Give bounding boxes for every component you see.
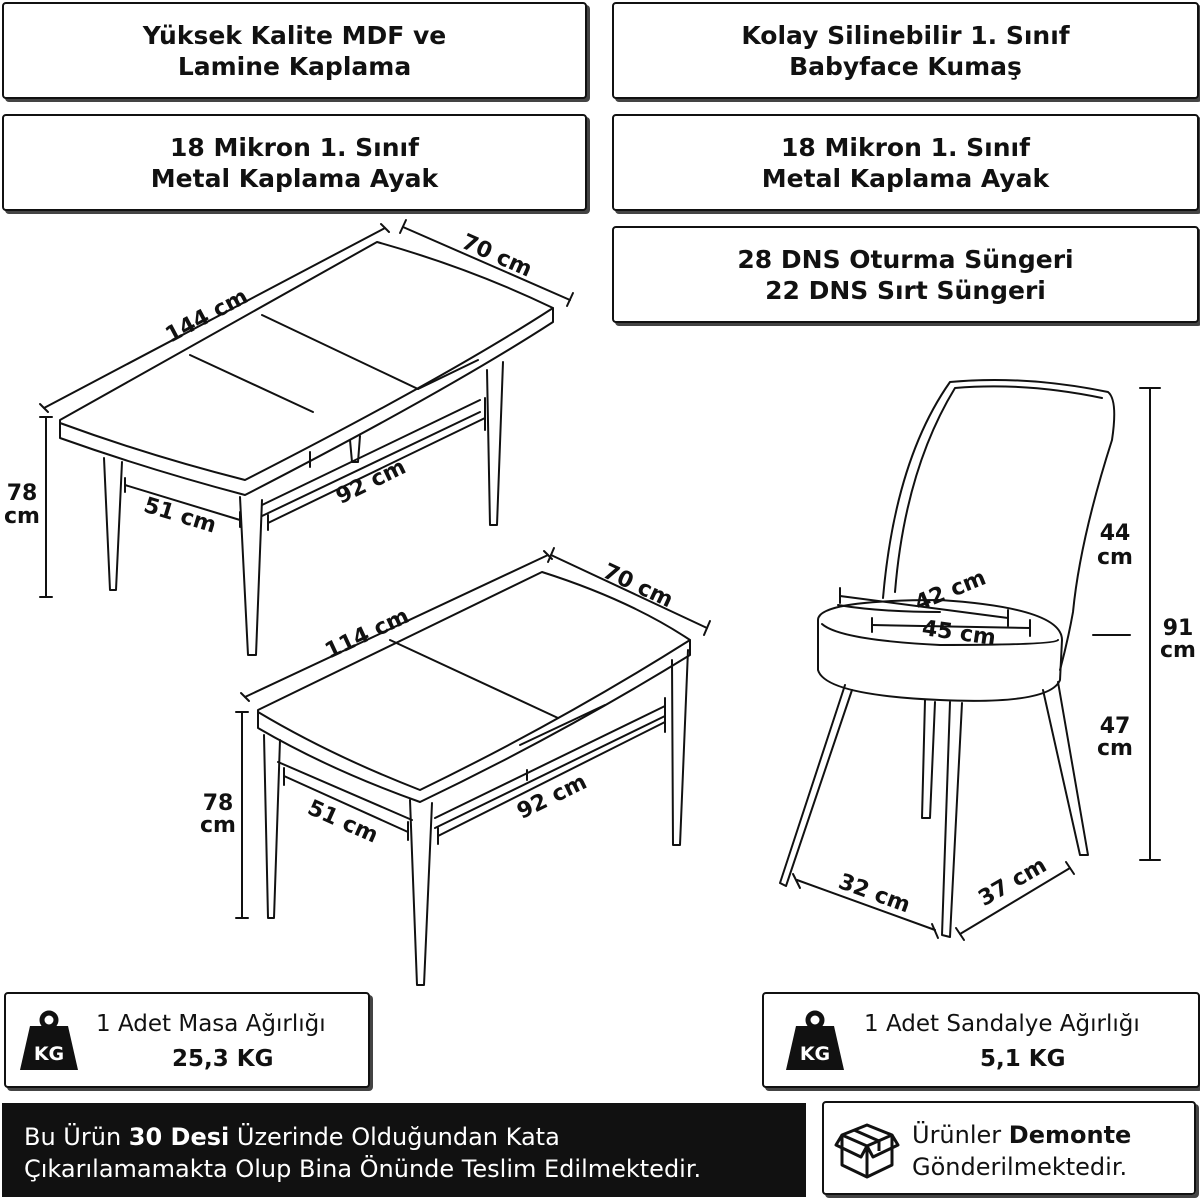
- feature-fabric: Kolay Silinebilir 1. Sınıf Babyface Kuma…: [612, 2, 1199, 99]
- dim-114: 114 cm: [321, 604, 413, 665]
- feature-table-leg-line1: 18 Mikron 1. Sınıf: [170, 132, 419, 162]
- dim-45: 45 cm: [920, 616, 997, 651]
- feature-chair-leg-line2: Metal Kaplama Ayak: [761, 163, 1050, 193]
- chair-weight-value: 5,1 KG: [980, 1046, 1066, 1072]
- delivery-notice-line1: Bu Ürün 30 Desi Üzerinde Olduğundan Kata: [24, 1121, 806, 1153]
- delivery-notice: Bu Ürün 30 Desi Üzerinde Olduğundan Kata…: [2, 1103, 806, 1197]
- delivery-notice-line2: Çıkarılamamakta Olup Bina Önünde Teslim …: [24, 1155, 702, 1183]
- feature-mdf: Yüksek Kalite MDF ve Lamine Kaplama: [2, 2, 587, 99]
- table-weight-label: 1 Adet Masa Ağırlığı: [96, 1011, 326, 1037]
- dim-44-b: cm: [1097, 545, 1133, 570]
- feature-fabric-line2: Babyface Kumaş: [789, 51, 1022, 81]
- dim-78-mid-b: cm: [200, 813, 236, 838]
- shipping-notice-text: Ürünler Demonte Gönderilmektedir.: [912, 1119, 1131, 1183]
- dim-144: 144 cm: [162, 284, 253, 348]
- feature-fabric-line1: Kolay Silinebilir 1. Sınıf: [741, 20, 1070, 50]
- shipping-notice: Ürünler Demonte Gönderilmektedir.: [822, 1101, 1196, 1195]
- shipping-demonte: Demonte: [1008, 1121, 1132, 1149]
- feature-foam-line1: 28 DNS Oturma Süngeri: [737, 244, 1074, 274]
- shipping-text-1: Ürünler: [912, 1121, 1009, 1149]
- chair-weight-label: 1 Adet Sandalye Ağırlığı: [864, 1011, 1140, 1037]
- notice-desi: 30 Desi: [128, 1123, 230, 1151]
- dim-70-mid: 70 cm: [599, 559, 677, 613]
- feature-mdf-line2: Lamine Kaplama: [177, 51, 412, 81]
- notice-text-1: Bu Ürün: [24, 1123, 129, 1151]
- dim-70-top: 70 cm: [458, 230, 536, 283]
- table-extended-drawing: [39, 219, 574, 656]
- dim-42: 42 cm: [911, 565, 989, 616]
- table-weight-value: 25,3 KG: [172, 1046, 274, 1072]
- dim-91-a: 91: [1163, 616, 1194, 641]
- shipping-notice-line2: Gönderilmektedir.: [912, 1153, 1128, 1181]
- feature-chair-leg-line1: 18 Mikron 1. Sınıf: [781, 132, 1030, 162]
- dim-32: 32 cm: [835, 869, 913, 918]
- chair-drawing: [779, 378, 1161, 941]
- dim-47-b: cm: [1097, 736, 1133, 761]
- feature-chair-leg: 18 Mikron 1. Sınıf Metal Kaplama Ayak: [612, 114, 1199, 211]
- dim-47-a: 47: [1100, 714, 1131, 739]
- feature-table-leg-line2: Metal Kaplama Ayak: [150, 163, 439, 193]
- dim-78-top-b: cm: [4, 504, 40, 529]
- table-weight-box: [4, 992, 370, 1088]
- feature-foam-line2: 22 DNS Sırt Süngeri: [765, 275, 1046, 305]
- dim-51-top: 51 cm: [141, 493, 219, 539]
- shipping-notice-line1: Ürünler Demonte: [912, 1119, 1131, 1151]
- weight-icon-label: KG: [800, 1043, 830, 1065]
- feature-mdf-line1: Yüksek Kalite MDF ve: [142, 20, 447, 50]
- dim-78-mid-a: 78: [203, 791, 234, 816]
- dim-91-b: cm: [1160, 638, 1196, 663]
- notice-text-2: Üzerinde Olduğundan Kata: [229, 1123, 560, 1151]
- weight-icon: KG: [786, 1010, 844, 1070]
- dim-44-a: 44: [1100, 521, 1131, 546]
- weight-icon-label: KG: [34, 1043, 64, 1065]
- dim-78-top-a: 78: [7, 481, 38, 506]
- table-closed-drawing: [235, 547, 711, 986]
- feature-foam: 28 DNS Oturma Süngeri 22 DNS Sırt Sünger…: [612, 226, 1199, 323]
- weight-icon: KG: [20, 1010, 78, 1070]
- feature-table-leg: 18 Mikron 1. Sınıf Metal Kaplama Ayak: [2, 114, 587, 211]
- package-icon: [834, 1123, 900, 1179]
